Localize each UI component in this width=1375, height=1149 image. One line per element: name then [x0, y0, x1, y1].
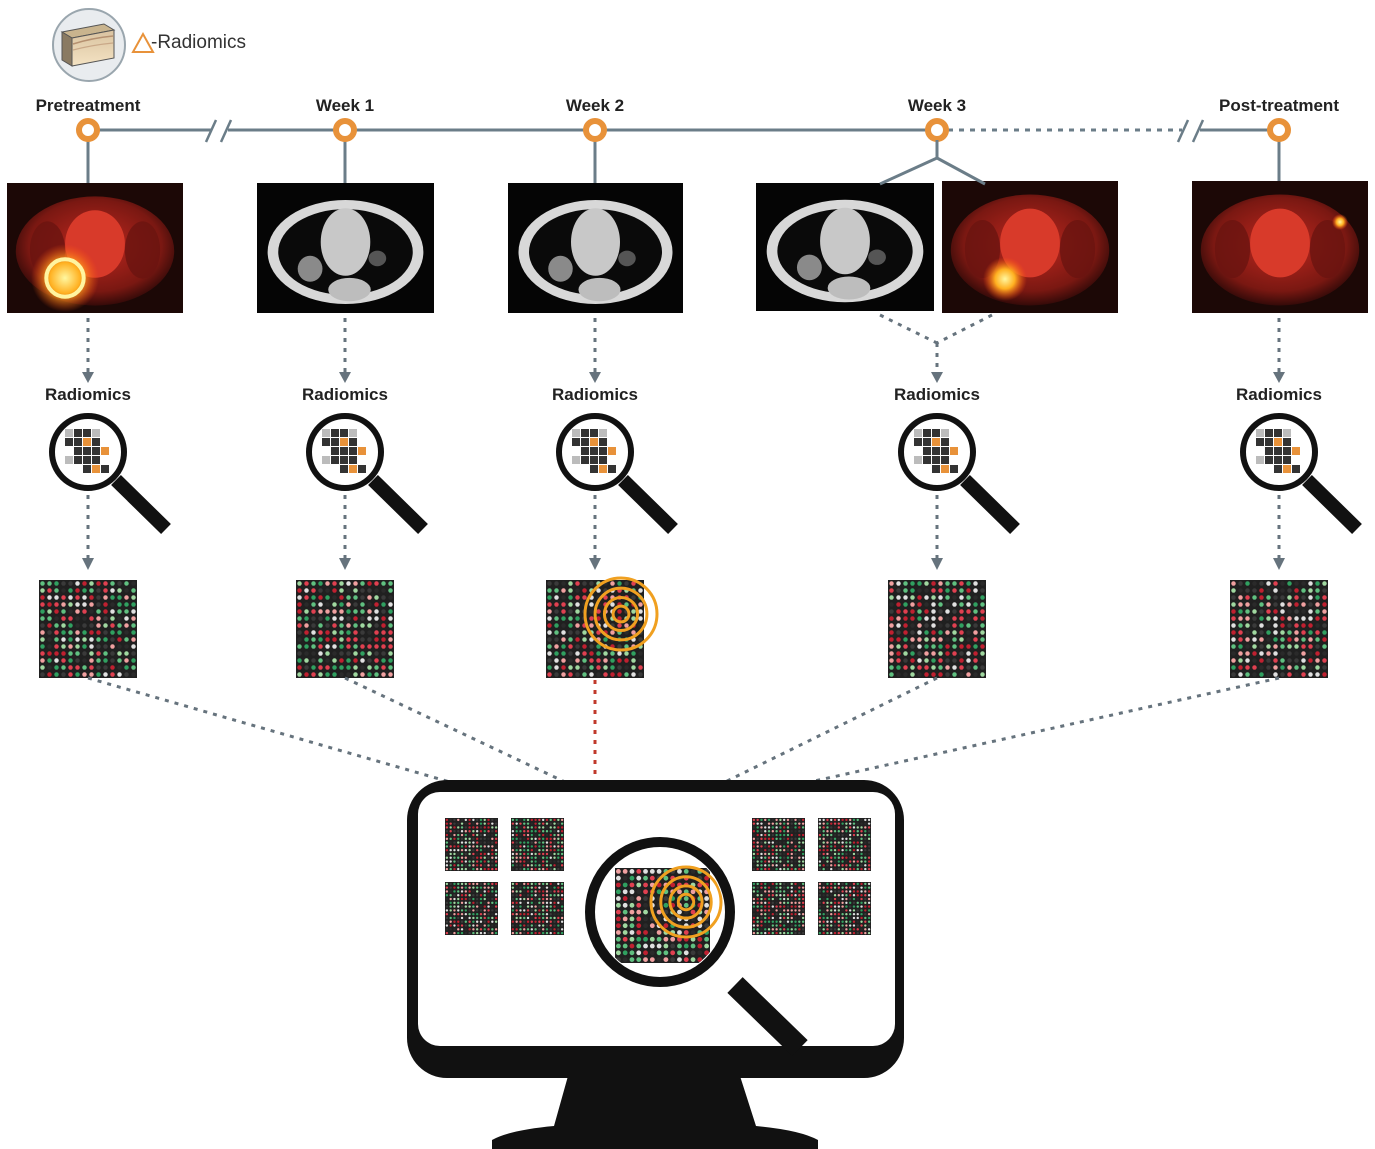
magnifier-icon [49, 413, 171, 534]
arrow-head [931, 558, 943, 570]
timepoint-label: Week 1 [316, 96, 374, 115]
week3-branch [879, 140, 993, 345]
magnifier-icon [306, 413, 428, 534]
timepoint-node [76, 118, 100, 142]
timepoint-label: Pretreatment [36, 96, 141, 115]
pet-scan [942, 181, 1118, 313]
radiomics-label: Radiomics [1236, 385, 1322, 404]
delta-radiomics-logo: -Radiomics [52, 8, 246, 82]
feature-matrix-thumbnail [752, 882, 805, 935]
feature-matrix-thumbnail [445, 818, 498, 871]
pet-scan [1192, 181, 1368, 313]
ct-scan [508, 183, 683, 313]
feature-matrix-thumbnail [445, 882, 498, 935]
radiomics-label: Radiomics [894, 385, 980, 404]
arrow-head [82, 372, 94, 383]
arrow-head [1273, 558, 1285, 570]
arrow-head [1273, 372, 1285, 383]
timeline [88, 119, 1279, 143]
arrow-head [339, 558, 351, 570]
timepoint-node [583, 118, 607, 142]
timepoint-column: Week 2 Radiomics [508, 96, 683, 678]
monitor-links [87, 676, 1280, 784]
ct-scan [756, 183, 934, 311]
ct-scan [257, 183, 434, 313]
magnifier-icon [556, 413, 678, 534]
radiomics-label: Radiomics [552, 385, 638, 404]
arrow-head [931, 372, 943, 383]
arrow-head [82, 558, 94, 570]
magnified-feature-matrix [615, 865, 723, 963]
arrow-head [589, 372, 601, 383]
feature-matrix-thumbnail [818, 882, 871, 935]
timepoint-label: Week 3 [908, 96, 966, 115]
feature-matrix [888, 580, 986, 678]
magnifier-icon [1240, 413, 1362, 534]
monitor-stand [492, 1076, 818, 1149]
timepoint-node [925, 118, 949, 142]
feature-matrix-thumbnail [752, 818, 805, 871]
timepoint-label: Post-treatment [1219, 96, 1339, 115]
timepoint-column: Week 1 Radiomics [257, 96, 434, 678]
feature-matrix-thumbnail [511, 818, 564, 871]
radiomics-label: Radiomics [45, 385, 131, 404]
timepoint-column: Week 3 Radiomics [756, 96, 1118, 678]
magnifier-icon [898, 413, 1020, 534]
feature-matrix [1230, 580, 1328, 678]
timepoint-label: Week 2 [566, 96, 624, 115]
arrow-head [339, 372, 351, 383]
target-rings [583, 576, 659, 652]
timeline-break [1176, 119, 1205, 143]
timeline-break [204, 119, 233, 143]
logo-text: -Radiomics [151, 32, 246, 53]
magnifier-icon [585, 837, 808, 1056]
feature-matrix [546, 576, 659, 678]
computer-monitor-icon [407, 780, 904, 1149]
radiomics-label: Radiomics [302, 385, 388, 404]
feature-matrix-thumbnail [511, 882, 564, 935]
timepoint-node [333, 118, 357, 142]
feature-matrix [296, 580, 394, 678]
feature-matrix [39, 580, 137, 678]
arrow-head [589, 558, 601, 570]
delta-symbol [131, 31, 155, 53]
pet-scan [7, 183, 183, 313]
feature-matrix-thumbnail [818, 818, 871, 871]
tissue-block-icon [60, 23, 116, 67]
timepoint-node [1267, 118, 1291, 142]
target-rings [649, 865, 723, 939]
